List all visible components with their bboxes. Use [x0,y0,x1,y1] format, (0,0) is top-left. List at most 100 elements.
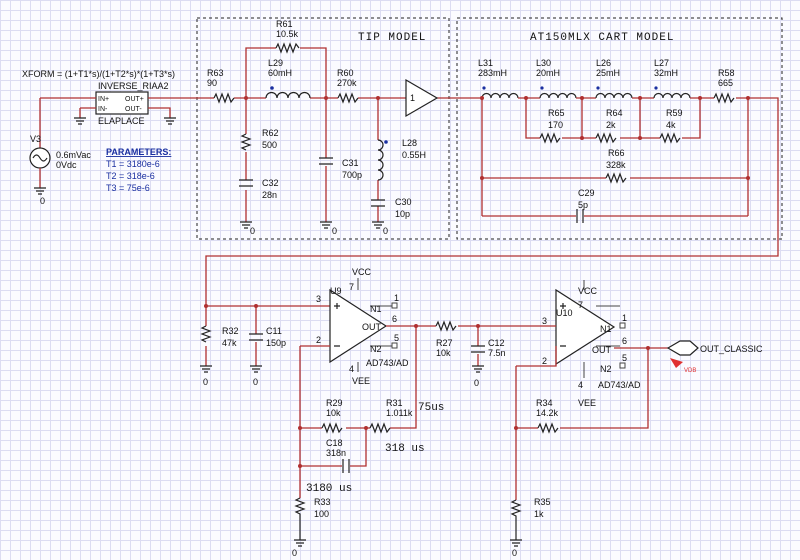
r59-name: R59 [666,108,683,118]
ground-symbol [250,365,262,373]
inductor-l29[interactable] [265,91,311,99]
resistor-r31[interactable] [369,422,391,434]
resistor-r60[interactable] [337,92,359,104]
c11-name: C11 [266,326,282,336]
r60-name: R60 [337,68,354,78]
cart-model-box [456,17,783,240]
ground-symbol [294,539,306,547]
capacitor-c29[interactable] [576,209,584,223]
opamp-polarity-icon [560,303,566,347]
l28-name: L28 [402,138,417,148]
r60-value: 270k [337,78,357,88]
polarity-dot-icon [596,86,600,90]
resistor-r65[interactable] [539,132,561,144]
inductor-l31[interactable] [481,92,519,99]
inductor-l26[interactable] [595,92,633,99]
resistor-r63[interactable] [213,92,235,104]
u10-n2: N2 [600,364,612,374]
junction-dots [204,96,750,468]
r58-value: 665 [718,78,733,88]
resistor-r64[interactable] [595,132,617,144]
r63-value: 90 [207,78,217,88]
resistor-r33[interactable] [294,497,306,540]
l29-name: L29 [268,58,283,68]
riaa-block-type: ELAPLACE [98,116,145,126]
wire-riaa-outn [148,107,171,118]
ground-label: 0 [383,226,388,236]
u9-n2: N2 [370,344,382,354]
capacitor-c30[interactable] [371,199,385,207]
r35-name: R35 [534,497,551,507]
l30-value: 20mH [536,68,560,78]
u9-n1-pin[interactable] [391,302,398,309]
riaa-in-n: IN- [98,106,108,113]
resistor-r66[interactable] [605,172,627,184]
resistor-r35[interactable] [510,499,522,540]
polarity-dot-icon [482,86,486,90]
u10-pin2: 2 [542,356,547,366]
u9-name: U9 [330,286,342,296]
u10-n2-pin[interactable] [619,362,626,369]
sine-icon [32,154,48,162]
ground-label: 0 [250,226,255,236]
resistor-r29[interactable] [321,422,343,434]
r59-value: 4k [666,120,676,130]
r64-name: R64 [606,108,623,118]
probe-marker-icon[interactable] [670,358,683,368]
u10-name: U10 [556,308,573,318]
u10-part: AD743/AD [598,380,641,390]
u10-n1-pin[interactable] [619,322,626,329]
u10-pin5: 5 [622,353,627,363]
capacitor-c11[interactable] [249,333,263,341]
resistor-r27[interactable] [435,320,457,332]
inductor-l28[interactable] [377,139,384,181]
ground-symbol [510,539,522,547]
cart-model-title: AT150MLX CART MODEL [530,32,674,44]
capacitor-c31[interactable] [319,157,333,165]
u9-part: AD743/AD [366,358,409,368]
capacitor-c12[interactable] [471,345,485,353]
resistor-r59[interactable] [659,132,681,144]
resistor-r58[interactable] [713,92,735,104]
wire-u10-inputs [516,325,557,367]
ground-symbol [74,117,86,125]
u9-out: OUT [362,322,382,332]
u9-pin1: 1 [394,293,399,303]
r34-name: R34 [536,398,553,408]
resistor-r61[interactable] [275,42,300,54]
inductor-l30[interactable] [539,92,577,99]
resistor-r62[interactable] [240,133,252,151]
opamp-u9[interactable] [329,288,388,364]
capacitor-c18[interactable] [342,459,350,473]
riaa-block[interactable] [95,91,149,115]
wire-source-in [39,97,96,148]
output-port[interactable] [666,340,699,356]
c31-value: 700p [342,170,362,180]
r31-value: 1.011k [386,408,413,418]
c29-value: 5p [578,200,588,210]
ground-symbol [472,365,484,373]
ground-label: 0 [512,548,517,558]
source-dc: 0Vdc [56,160,77,170]
source-name: V3 [30,134,41,144]
u9-pin7: 7 [349,282,354,292]
wire-shunt-resistors [525,98,701,139]
r27-name: R27 [436,338,453,348]
buffer-amp[interactable] [405,78,439,118]
opamp-u10[interactable] [555,288,616,366]
r29-name: R29 [326,398,343,408]
u9-n2-pin[interactable] [391,342,398,349]
ground-symbol [372,221,384,229]
u9-vcc: VCC [352,267,372,277]
wire-riaa-ref [79,107,96,118]
inductor-l27[interactable] [653,92,691,99]
resistor-r34[interactable] [537,422,559,434]
capacitor-c32[interactable] [239,179,253,187]
riaa-block-name: INVERSE_RIAA2 [98,81,169,91]
resistor-r32[interactable] [200,325,212,343]
u9-pin5: 5 [394,333,399,343]
riaa-in-p: IN+ [98,96,109,103]
u10-pin4: 4 [578,380,583,390]
output-label: OUT_CLASSIC [700,344,763,354]
